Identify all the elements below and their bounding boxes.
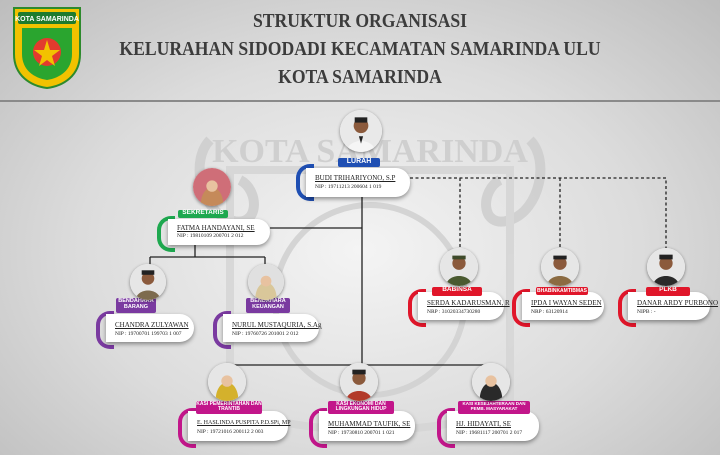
bhabinkamtibmas-bracket bbox=[512, 289, 530, 327]
title-line-2: KELURAHAN SIDODADI KECAMATAN SAMARINDA U… bbox=[119, 38, 601, 60]
title-line-1: STRUKTUR ORGANISASI bbox=[252, 10, 468, 32]
bendahara-barang-photo bbox=[130, 264, 166, 300]
bhabinkamtibmas-photo bbox=[541, 248, 579, 286]
kasi-kesejahteraan-title: KASI KESEJAHTERAAN DAN PEMB. MASYARAKAT bbox=[458, 401, 530, 414]
bendahara-barang-nip: NIP : 19700701 199703 1 007 bbox=[115, 331, 182, 337]
kasi-kesejahteraan-photo bbox=[472, 363, 510, 401]
plkb-title: PLKB bbox=[646, 286, 690, 296]
kasi-kesejahteraan-nip: NIP : 19681117 200701 2 017 bbox=[456, 430, 523, 436]
plkb-name: DANAR ARDY PURBONO bbox=[637, 299, 719, 307]
lurah-nip: NIP : 19711213 200604 1 019 bbox=[315, 184, 382, 190]
kasi-ekonomi-photo bbox=[340, 363, 378, 401]
kasi-ekonomi-title: KASI EKONOMI DAN LINGKUNGAN HIDUP bbox=[328, 401, 394, 414]
babinsa-bracket bbox=[408, 289, 426, 327]
babinsa-nip: NRP : 31020334730280 bbox=[427, 309, 481, 315]
kota-samarinda-logo: KOTA SAMARINDA bbox=[13, 7, 81, 90]
bhabinkamtibmas-title: BHABINKAMTIBMAS bbox=[536, 287, 588, 295]
lurah-photo bbox=[340, 110, 382, 152]
bendahara-keuangan-photo bbox=[248, 264, 284, 300]
kasi-ekonomi-name: MUHAMMAD TAUFIK, SE bbox=[328, 420, 411, 428]
kasi-pemerintahan-photo bbox=[208, 363, 246, 401]
header-divider bbox=[0, 100, 720, 102]
plkb-card: DANAR ARDY PURBONO NIPB : - bbox=[628, 292, 718, 320]
plkb-nip: NIPB : - bbox=[637, 309, 656, 315]
bendahara-barang-bracket bbox=[96, 311, 114, 349]
bhabinkamtibmas-card: IPDA I WAYAN SEDEN NRP : 63120914 bbox=[522, 292, 604, 320]
kasi-ekonomi-card: MUHAMMAD TAUFIK, SE NIP : 19730810 20070… bbox=[319, 411, 415, 441]
kasi-kesejahteraan-name: HJ. HIDAYATI, SE bbox=[456, 420, 511, 428]
babinsa-name: SERDA KADARUSMAN, R bbox=[427, 299, 510, 307]
babinsa-card: SERDA KADARUSMAN, R NRP : 31020334730280 bbox=[418, 292, 510, 320]
plkb-bracket bbox=[618, 289, 636, 327]
bendahara-keuangan-name: NURUL MUSTAQURIA, S.Ag bbox=[232, 321, 322, 329]
sekretaris-title: SEKRETARIS bbox=[178, 209, 228, 218]
bendahara-keuangan-card: NURUL MUSTAQURIA, S.Ag NIP : 19760726 20… bbox=[223, 314, 322, 342]
lurah-card: BUDI TRIHARIYONO, S.P NIP : 19711213 200… bbox=[306, 168, 410, 197]
bendahara-barang-name: CHANDRA ZULYAWAN bbox=[115, 321, 189, 329]
plkb-photo bbox=[647, 248, 685, 286]
babinsa-photo bbox=[440, 248, 478, 286]
title-line-3: KOTA SAMARINDA bbox=[278, 66, 442, 88]
lurah-bracket bbox=[296, 164, 314, 201]
sekretaris-photo bbox=[193, 168, 231, 206]
lurah-name: BUDI TRIHARIYONO, S.P bbox=[315, 174, 396, 182]
sekretaris-nip: NIP : 19810109 200701 2 012 bbox=[177, 233, 244, 239]
bendahara-barang-title: BENDAHARA BARANG bbox=[116, 298, 156, 313]
bendahara-keuangan-bracket bbox=[213, 311, 231, 349]
svg-text:KOTA SAMARINDA: KOTA SAMARINDA bbox=[15, 16, 79, 23]
header: KOTA SAMARINDA STRUKTUR ORGANISASI KELUR… bbox=[0, 0, 720, 100]
kasi-kesejahteraan-bracket bbox=[437, 408, 455, 448]
sekretaris-bracket bbox=[157, 216, 175, 252]
kasi-pemerintahan-nip: NIP : 19721016 200112 2 003 bbox=[197, 429, 264, 435]
bhabinkamtibmas-name: IPDA I WAYAN SEDEN bbox=[531, 299, 602, 307]
bendahara-keuangan-title: BENDAHARA KEUANGAN bbox=[246, 298, 290, 313]
kasi-pemerintahan-name: E. HASLINDA PUSPITA P.D.SPi, MP bbox=[197, 420, 291, 426]
kasi-ekonomi-nip: NIP : 19730810 200701 1 021 bbox=[328, 430, 395, 436]
kasi-pemerintahan-card: E. HASLINDA PUSPITA P.D.SPi, MP NIP : 19… bbox=[188, 411, 291, 441]
babinsa-title: BABINSA bbox=[432, 286, 482, 296]
kasi-ekonomi-bracket bbox=[309, 408, 327, 448]
sekretaris-card: FATMA HANDAYANI, SE NIP : 19810109 20070… bbox=[168, 219, 270, 245]
kasi-pemerintahan-title: KASI PEMERINTAHAN DAN TRANTIB bbox=[196, 401, 262, 414]
kasi-pemerintahan-bracket bbox=[178, 408, 196, 448]
bendahara-keuangan-nip: NIP : 19760726 201001 2 012 bbox=[232, 331, 299, 337]
bhabinkamtibmas-nip: NRP : 63120914 bbox=[531, 309, 568, 315]
lurah-title: LURAH bbox=[338, 158, 380, 167]
bendahara-barang-card: CHANDRA ZULYAWAN NIP : 19700701 199703 1… bbox=[106, 314, 194, 342]
sekretaris-name: FATMA HANDAYANI, SE bbox=[177, 224, 255, 232]
kasi-kesejahteraan-card: HJ. HIDAYATI, SE NIP : 19681117 200701 2… bbox=[447, 411, 539, 441]
